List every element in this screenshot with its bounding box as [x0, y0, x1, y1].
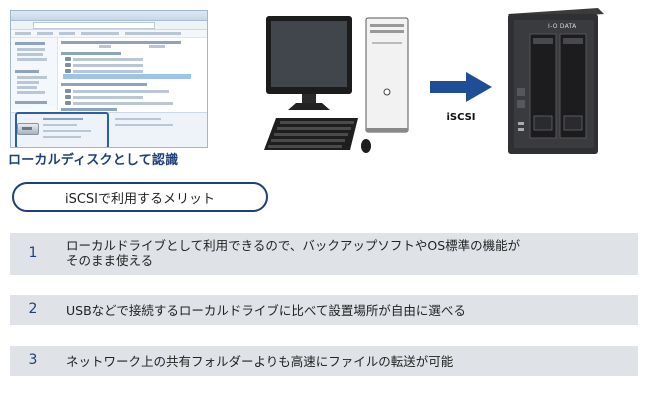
merit-number: 1 — [28, 245, 38, 261]
merit-item-3: 3 ネットワーク上の共有フォルダーよりも高速にファイルの転送が可能 — [10, 346, 638, 376]
merit-item-2: 2 USBなどで接続するローカルドライブに比べて設置場所が自由に選べる — [10, 295, 638, 325]
explorer-address-bar — [11, 21, 207, 30]
mouse — [361, 139, 371, 153]
merit-text-line-2: そのまま使える — [66, 253, 154, 268]
merit-text: ネットワーク上の共有フォルダーよりも高速にファイルの転送が可能 — [66, 354, 454, 369]
iscsi-arrow-icon — [430, 72, 492, 102]
merit-heading: iSCSIで利用するメリット — [12, 182, 268, 212]
pc-tower — [365, 17, 409, 133]
merit-text: ローカルドライブとして利用できるので、バックアップソフトやOS標準の機能が その… — [66, 238, 520, 268]
nas-device-illustration: I-O DATA — [500, 4, 610, 158]
merit-number: 3 — [28, 352, 38, 368]
explorer-navigation-pane — [11, 38, 58, 110]
explorer-window-thumbnail — [10, 10, 208, 148]
nas-brand-logo: I-O DATA — [548, 23, 577, 30]
iscsi-label: iSCSI — [446, 112, 476, 123]
explorer-drive-list — [59, 39, 205, 111]
merit-text: USBなどで接続するローカルドライブに比べて設置場所が自由に選べる — [66, 303, 466, 318]
hard-drive-icon — [17, 123, 39, 135]
explorer-menu-bar — [11, 30, 207, 38]
merit-text-line-1: ローカルドライブとして利用できるので、バックアップソフトやOS標準の機能が — [66, 238, 521, 253]
local-disk-caption: ローカルディスクとして認識 — [8, 153, 179, 168]
merit-number: 2 — [28, 301, 38, 317]
window-controls — [177, 12, 205, 27]
selected-drive-highlight — [15, 112, 109, 147]
merit-item-1: 1 ローカルドライブとして利用できるので、バックアップソフトやOS標準の機能が … — [10, 233, 638, 275]
desktop-computer-illustration — [264, 16, 409, 153]
explorer-details-pane — [11, 112, 207, 147]
explorer-title-bar — [11, 11, 207, 27]
